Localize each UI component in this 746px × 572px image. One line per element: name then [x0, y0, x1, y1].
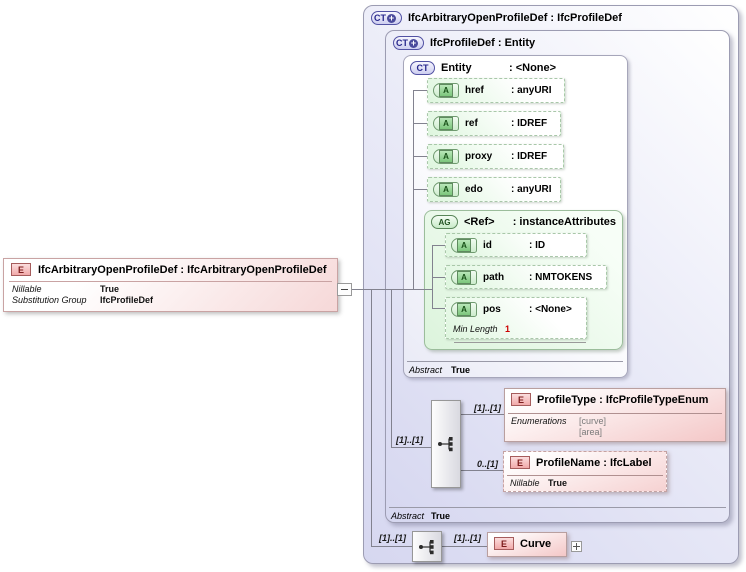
cardinality-label: [1]..[1] [474, 403, 501, 413]
attributegroup-name: <Ref> [464, 216, 495, 228]
element-ifcarbitraryopenprofiledef[interactable]: E IfcArbitraryOpenProfileDef : IfcArbitr… [3, 258, 338, 312]
entity-name: Entity [441, 62, 472, 74]
element-icon: E [11, 263, 31, 276]
connector-line [413, 189, 427, 190]
attribute-icon: A [451, 301, 477, 317]
connector-line [413, 123, 427, 124]
complextype-title: IfcProfileDef : Entity [430, 37, 536, 49]
plus-icon [409, 38, 418, 48]
facet-value: True [548, 478, 568, 488]
connector-line [461, 470, 504, 471]
connector-line [371, 546, 412, 547]
connector-line [391, 447, 431, 448]
cardinality-label: [1]..[1] [379, 533, 406, 543]
cardinality-label: 0..[1] [477, 459, 499, 469]
divider [389, 507, 726, 508]
attribute-id[interactable]: A id : ID [445, 233, 587, 257]
attribute-edo[interactable]: A edo : anyURI [427, 177, 561, 202]
expand-toggle[interactable] [571, 541, 582, 552]
element-curve[interactable]: E Curve [487, 532, 567, 557]
complextype-icon: CT [393, 36, 424, 50]
attribute-icon: A [433, 116, 459, 131]
cardinality-label: [1]..[1] [454, 533, 481, 543]
entity-type: : <None> [509, 62, 557, 74]
minus-icon [341, 289, 348, 290]
connector-line [432, 245, 433, 308]
attributegroup-type: : instanceAttributes [512, 216, 616, 228]
connector-line [442, 546, 487, 547]
sequence-compositor[interactable] [412, 531, 442, 562]
collapse-toggle[interactable] [337, 283, 352, 296]
attribute-href[interactable]: A href : anyURI [427, 78, 565, 103]
complextype-title: IfcArbitraryOpenProfileDef : IfcProfileD… [408, 12, 622, 24]
complextype-icon: CT [410, 61, 435, 75]
facet-label: Nillable [510, 478, 540, 488]
connector-line [432, 245, 445, 246]
attribute-icon: A [451, 269, 477, 285]
profiledef-abstract-row: Abstract True [391, 511, 451, 521]
connector-line [413, 90, 427, 91]
attribute-proxy[interactable]: A proxy : IDREF [427, 144, 564, 169]
connector-line [461, 414, 504, 415]
connector-line [432, 277, 445, 278]
element-icon: E [510, 456, 530, 469]
connector-line [432, 308, 445, 309]
attribute-path[interactable]: A path : NMTOKENS [445, 265, 607, 289]
entity-abstract-row: Abstract True [409, 365, 471, 375]
enumeration-values: [curve] [area] [579, 416, 607, 437]
facet-label: Substitution Group [12, 295, 87, 305]
plus-icon [573, 543, 580, 550]
facet-label: Min Length [453, 324, 498, 334]
attribute-ref[interactable]: A ref : IDREF [427, 111, 561, 136]
facet-value: IfcProfileDef [100, 295, 154, 305]
element-icon: E [494, 537, 514, 550]
sequence-icon [438, 437, 453, 452]
connector-line [413, 156, 427, 157]
facet-value: 1 [505, 324, 511, 334]
complextype-icon: CT [371, 11, 402, 25]
attribute-pos[interactable]: A pos : <None> Min Length 1 [445, 297, 587, 343]
sequence-icon [419, 539, 434, 554]
divider [407, 361, 623, 362]
attribute-icon: A [451, 237, 477, 253]
attribute-icon: A [433, 182, 459, 197]
facet-label: Nillable [12, 284, 42, 294]
element-profilename[interactable]: E ProfileName : IfcLabel Nillable True [503, 451, 667, 492]
sequence-compositor[interactable] [431, 400, 461, 488]
element-profiletype[interactable]: E ProfileType : IfcProfileTypeEnum Enume… [504, 388, 726, 442]
connector-line [371, 289, 372, 546]
facet-value: True [100, 284, 120, 294]
element-icon: E [511, 393, 531, 406]
facet-label: Enumerations [511, 416, 567, 426]
attributegroup-icon: AG [431, 215, 458, 229]
plus-icon [387, 13, 396, 23]
attribute-icon: A [433, 149, 459, 164]
cardinality-label: [1]..[1] [396, 435, 423, 445]
attribute-icon: A [433, 83, 459, 98]
connector-line [391, 289, 392, 447]
